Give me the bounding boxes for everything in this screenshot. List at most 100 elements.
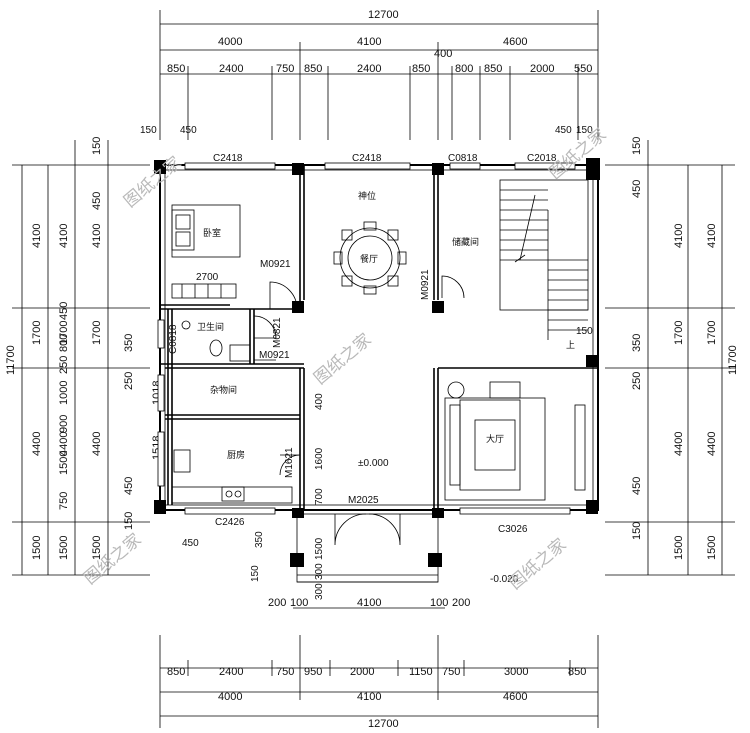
right-dimensions <box>605 140 735 576</box>
right-bay-3: 4400 <box>673 432 685 456</box>
bottom-detail-8: 3000 <box>504 666 528 678</box>
door-m1621: M1621 <box>284 447 295 478</box>
window-c0818-storage: C0818 <box>448 153 478 164</box>
left-detail-800: 800 <box>58 334 70 352</box>
room-kitchen-label: 厨房 <box>227 449 245 461</box>
left-detail-150a: 150 <box>91 137 103 155</box>
right-detail-350: 350 <box>631 334 643 352</box>
room-utility-label: 杂物间 <box>210 384 237 396</box>
left-bay-3: 4400 <box>31 432 43 456</box>
structural-columns <box>154 158 600 567</box>
top-stair-offset: 400 <box>434 48 452 60</box>
left-detail-1500: 1500 <box>58 536 70 560</box>
left-dimensions <box>12 140 150 576</box>
porch-dim-350: 350 <box>254 531 265 548</box>
right-bay-4: 1500 <box>673 536 685 560</box>
left-extra-450: 450 <box>123 477 135 495</box>
hall-sofa <box>444 381 586 501</box>
right-detail-450b: 450 <box>631 477 643 495</box>
left-detail-450: 450 <box>58 302 70 320</box>
watermark-3: 图纸之家 <box>310 330 375 389</box>
left-detail-1700b: 1700 <box>91 321 103 345</box>
top-detail-9: 2000 <box>530 63 554 75</box>
dim-2700: 2700 <box>196 272 219 283</box>
bottom-detail-5: 2000 <box>350 666 374 678</box>
dim-700: 700 <box>314 488 325 505</box>
top-detail-6: 850 <box>412 63 430 75</box>
right-bay-1b: 4100 <box>706 224 718 248</box>
left-detail-4100: 4100 <box>58 224 70 248</box>
right-bay-4b: 1500 <box>706 536 718 560</box>
wardrobe <box>171 283 237 299</box>
right-detail-150: 150 <box>631 137 643 155</box>
bottom-detail-4: 950 <box>304 666 322 678</box>
bottom-detail-2: 2400 <box>219 666 243 678</box>
bottom-detail-3: 750 <box>276 666 294 678</box>
dining-table <box>333 221 407 295</box>
room-bedroom-label: 卧室 <box>203 227 221 239</box>
left-detail-1700: 1700 <box>58 321 70 345</box>
door-m0921-storage: M0921 <box>420 269 431 300</box>
left-detail-1500c: 1500 <box>91 536 103 560</box>
right-detail-250: 250 <box>631 372 643 390</box>
left-detail-4400: 4400 <box>58 432 70 456</box>
corner-dim-450: 450 <box>180 125 197 136</box>
top-detail-2: 2400 <box>219 63 243 75</box>
windows <box>157 162 576 515</box>
left-detail-750: 750 <box>58 492 70 510</box>
bottom-detail-1: 850 <box>167 666 185 678</box>
porch-elevation-label: -0.020 <box>490 574 519 585</box>
left-extra-150: 150 <box>123 512 135 530</box>
right-bay-2b: 1700 <box>706 321 718 345</box>
stair-dim-150: 150 <box>576 326 593 337</box>
dim-1500-porch: 1500 <box>314 537 325 560</box>
porch-dim-3: 4100 <box>357 597 381 609</box>
door-m0921-bedroom: M0921 <box>260 259 291 270</box>
bottom-detail-6: 1150 <box>409 666 433 678</box>
porch-dim-450: 450 <box>182 538 199 549</box>
top-detail-1: 850 <box>167 63 185 75</box>
bottom-total-dim: 12700 <box>368 718 399 730</box>
bottom-detail-9: 850 <box>568 666 586 678</box>
dim-400: 400 <box>314 393 325 410</box>
bottom-bay-3: 4600 <box>503 691 527 703</box>
top-detail-10: 550 <box>574 63 592 75</box>
window-c2018-stair: C2018 <box>527 153 557 164</box>
left-total-dim: 11700 <box>5 345 17 375</box>
kitchen-fixtures <box>171 449 293 504</box>
porch-dim-2: 100 <box>290 597 308 609</box>
left-detail-250: 250 <box>58 356 70 374</box>
top-detail-5: 2400 <box>357 63 381 75</box>
watermark-5: 图纸之家 <box>505 535 570 594</box>
left-detail-450a: 450 <box>91 192 103 210</box>
left-detail-4100b: 4100 <box>91 224 103 248</box>
dim-1600: 1600 <box>314 447 325 470</box>
door-m0921-bath: M0921 <box>259 350 290 361</box>
stair-up-label: 上 <box>566 340 575 351</box>
bathroom-fixtures <box>181 320 251 362</box>
window-c3026: C3026 <box>498 524 528 535</box>
watermark-1: 图纸之家 <box>120 153 185 212</box>
top-detail-3: 750 <box>276 63 294 75</box>
bottom-detail-7: 750 <box>442 666 460 678</box>
bottom-bay-2: 4100 <box>357 691 381 703</box>
window-c0818-bath: C0818 <box>168 324 179 354</box>
left-detail-900: 900 <box>58 415 70 433</box>
dim-300-porch-b: 300 <box>314 583 325 600</box>
top-bay-1: 4000 <box>218 36 242 48</box>
top-total-dim: 12700 <box>368 9 399 21</box>
room-shrine-label: 神位 <box>358 190 376 202</box>
left-detail-1000: 1000 <box>58 381 70 405</box>
right-total-dim: 11700 <box>727 345 739 375</box>
room-hall-label: 大厅 <box>486 433 504 445</box>
corner-dim-450-right: 450 <box>555 125 572 136</box>
top-bay-2: 4100 <box>357 36 381 48</box>
right-bay-3b: 4400 <box>706 432 718 456</box>
window-c2426: C2426 <box>215 517 245 528</box>
elevation-label: ±0.000 <box>358 458 389 469</box>
top-dimensions <box>159 10 599 140</box>
left-bay-1: 4100 <box>31 224 43 248</box>
left-bay-2: 1700 <box>31 321 43 345</box>
top-detail-8: 850 <box>484 63 502 75</box>
